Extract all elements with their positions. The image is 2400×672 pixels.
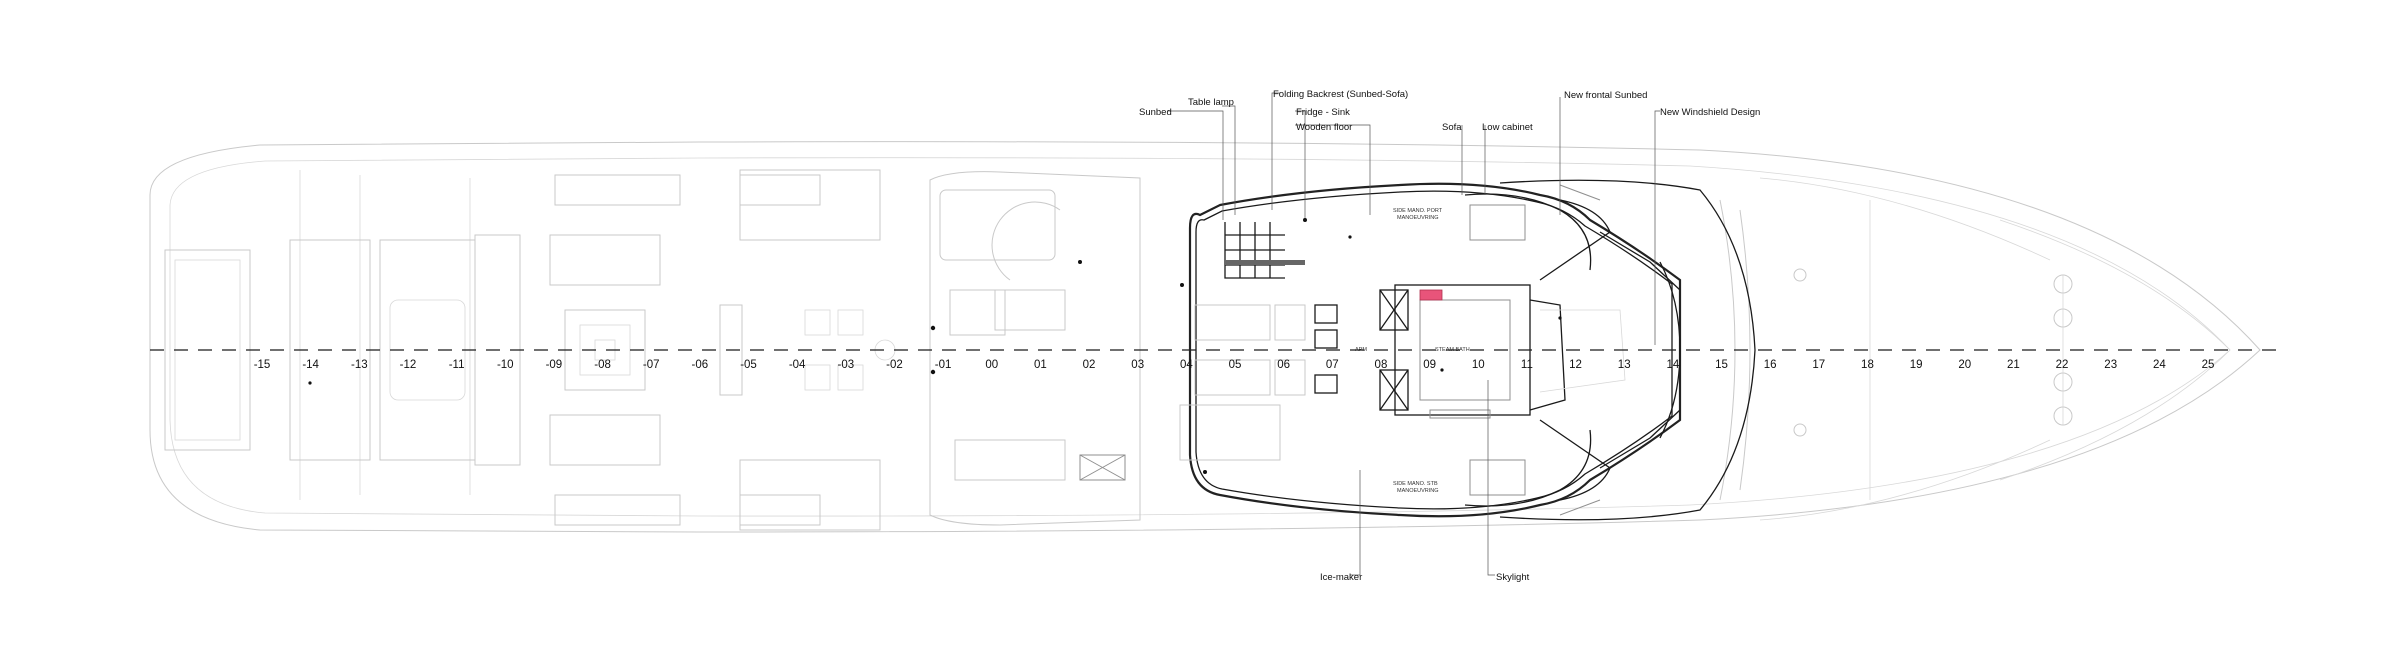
side-stb-label-2: MANOEUVRING (1397, 488, 1439, 494)
station-label: 06 (1277, 359, 1290, 371)
station-label: 00 (985, 359, 998, 371)
ice-maker-callout: Ice-maker (1320, 572, 1362, 583)
station-label: 20 (1958, 359, 1971, 371)
side-stb-label: SIDE MANO. STB (1393, 481, 1438, 487)
station-label: 10 (1472, 359, 1485, 371)
sofa-callout: Sofa (1442, 122, 1462, 133)
low-cabinet-callout: Low cabinet (1482, 122, 1533, 133)
station-label: 09 (1423, 359, 1436, 371)
station-label: 01 (1034, 359, 1047, 371)
station-label: -06 (692, 359, 709, 371)
station-label: -02 (886, 359, 903, 371)
station-label: -01 (935, 359, 952, 371)
station-label: -08 (594, 359, 611, 371)
callout-labels: Sunbed Table lamp Folding Backrest (Sunb… (1139, 89, 1760, 583)
station-label: -10 (497, 359, 514, 371)
side-port-label: SIDE MANO. PORT (1393, 208, 1443, 214)
station-label: 16 (1764, 359, 1777, 371)
station-label: -05 (740, 359, 757, 371)
table-lamp-callout: Table lamp (1188, 97, 1234, 108)
station-label: 05 (1229, 359, 1242, 371)
station-label: -13 (351, 359, 368, 371)
station-label: 12 (1569, 359, 1582, 371)
station-label: 13 (1618, 359, 1631, 371)
station-label: -09 (546, 359, 563, 371)
station-label: 15 (1715, 359, 1728, 371)
side-port-label-2: MANOEUVRING (1397, 215, 1439, 221)
station-label: -11 (449, 359, 465, 371)
station-centerline: -15 -14 -13 -12 -11 -10 -09 -08 -07 -06 -05 -04 -03 -… (150, 349, 2276, 371)
station-label: 22 (2056, 359, 2069, 371)
station-label: 24 (2153, 359, 2166, 371)
sunbed-callout: Sunbed (1139, 107, 1172, 118)
station-label: -15 (254, 359, 271, 371)
new-windshield-callout: New Windshield Design (1660, 107, 1760, 118)
station-label: 21 (2007, 359, 2020, 371)
station-label: 11 (1521, 359, 1533, 371)
wooden-floor-callout: Wooden floor (1296, 122, 1352, 133)
main-deck (929, 171, 1807, 526)
station-label: 17 (1812, 359, 1825, 371)
skylight-callout: Skylight (1496, 572, 1530, 583)
station-label: -14 (302, 359, 319, 371)
station-label: -03 (837, 359, 854, 371)
fridge-sink-callout: Fridge - Sink (1296, 107, 1350, 118)
station-label: 23 (2104, 359, 2117, 371)
station-label: 08 (1375, 359, 1388, 371)
station-label: -04 (789, 359, 806, 371)
station-label: -12 (400, 359, 417, 371)
folding-backrest-callout: Folding Backrest (Sunbed-Sofa) (1273, 89, 1408, 100)
callout-leaders (1168, 92, 1660, 576)
station-label: -07 (643, 359, 660, 371)
station-label: 14 (1666, 359, 1679, 371)
new-frontal-sunbed-callout: New frontal Sunbed (1564, 90, 1647, 101)
hull-outline (149, 141, 2261, 533)
station-label: 04 (1180, 359, 1193, 371)
station-label: 07 (1326, 359, 1339, 371)
station-label: 03 (1131, 359, 1144, 371)
foredeck (1499, 179, 2073, 521)
station-label: 02 (1083, 359, 1096, 371)
station-label: 18 (1861, 359, 1874, 371)
station-label: 19 (1910, 359, 1923, 371)
station-label: 25 (2202, 359, 2215, 371)
